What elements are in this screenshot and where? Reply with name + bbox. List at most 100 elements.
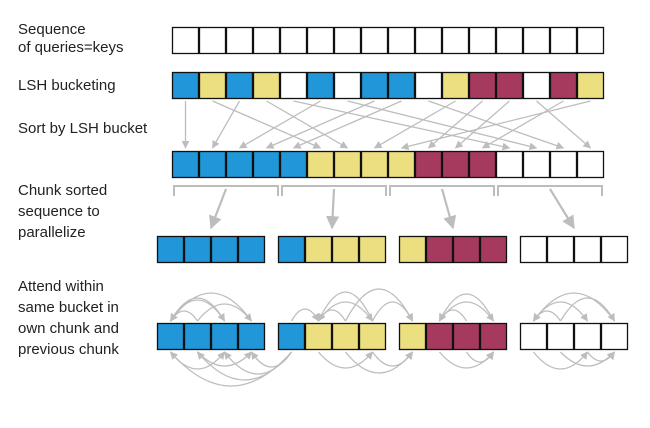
lsh-cell-15 — [576, 71, 605, 100]
sorted-cell-0 — [171, 150, 200, 179]
attend-arc-3-g — [586, 351, 616, 362]
sorted-cell-4 — [279, 150, 308, 179]
attend-arc-1-c — [344, 288, 414, 322]
sequence-cell-4 — [279, 26, 308, 55]
lsh-cell-7 — [360, 71, 389, 100]
label-sort-by-bucket: Sort by LSH bucket — [18, 120, 148, 137]
attend-cell-1-1 — [304, 322, 333, 351]
sequence-cell-5 — [306, 26, 335, 55]
chunk-arrow-0 — [209, 188, 228, 230]
attend-cell-2-0 — [398, 322, 427, 351]
sort-arrow-3 — [266, 100, 349, 149]
sort-arrow-5 — [238, 100, 321, 149]
attend-arc-0-c — [196, 303, 253, 322]
chunk-cell-3-2 — [573, 235, 602, 264]
sorted-cell-13 — [522, 150, 551, 179]
sequence-cell-12 — [495, 26, 524, 55]
sorted-cell-12 — [495, 150, 524, 179]
attend-arc-0-j — [169, 351, 226, 370]
sequence-cell-6 — [333, 26, 362, 55]
sort-arrow-6 — [347, 100, 538, 151]
label-chunk-line1: Chunk sorted — [18, 182, 108, 199]
attend-arc-3-b — [532, 292, 616, 322]
sorted-cell-15 — [576, 150, 605, 179]
attend-arc-1-b — [317, 291, 374, 322]
lsh-cell-5 — [306, 71, 335, 100]
attend-cell-3-0 — [519, 322, 548, 351]
sequence-cell-3 — [252, 26, 281, 55]
sequence-cell-11 — [468, 26, 497, 55]
attend-cell-2-2 — [452, 322, 481, 351]
lsh-cell-0 — [171, 71, 200, 100]
sequence-cell-14 — [549, 26, 578, 55]
attend-arc-0-k — [197, 351, 253, 367]
sequence-cell-13 — [522, 26, 551, 55]
attend-arc-1-i — [371, 351, 414, 367]
attend-arc-0-i — [250, 351, 293, 368]
attend-cell-0-2 — [210, 322, 239, 351]
attend-cell-3-2 — [573, 322, 602, 351]
label-chunk-line2: sequence to — [18, 203, 100, 220]
sequence-cell-2 — [225, 26, 254, 55]
attend-arc-0-b — [169, 299, 226, 322]
sort-arrow-10 — [373, 100, 456, 149]
sorted-cell-9 — [414, 150, 443, 179]
attend-cell-3-1 — [546, 322, 575, 351]
sorted-cell-1 — [198, 150, 227, 179]
attend-arc-3-c — [559, 297, 616, 322]
chunk-cell-0-3 — [237, 235, 266, 264]
attend-arc-3-e — [532, 351, 589, 370]
sort-arrow-7 — [265, 100, 375, 149]
sort-arrow-11 — [427, 100, 483, 149]
chunk-arrow-1 — [326, 188, 340, 230]
chunk-cell-1-2 — [331, 235, 360, 264]
label-sequence-line2: of queries=keys — [18, 39, 124, 56]
sort-arrow-8 — [292, 100, 402, 149]
chunk-bracket-3 — [497, 185, 603, 196]
label-lsh-bucketing: LSH bucketing — [18, 77, 116, 94]
label-attend-line2: same bucket in — [18, 299, 119, 316]
chunk-cell-1-0 — [277, 235, 306, 264]
attend-cell-2-3 — [479, 322, 508, 351]
sequence-cell-9 — [414, 26, 443, 55]
lsh-cell-3 — [252, 71, 281, 100]
sorted-cell-8 — [387, 150, 416, 179]
sequence-cell-7 — [360, 26, 389, 55]
lsh-cell-2 — [225, 71, 254, 100]
sort-arrow-1 — [212, 100, 322, 149]
chunk-bracket-0 — [173, 185, 279, 196]
sort-arrow-4 — [293, 100, 511, 151]
lsh-cell-10 — [441, 71, 470, 100]
chunk-cell-3-1 — [546, 235, 575, 264]
label-chunk-line3: parallelize — [18, 224, 86, 241]
label-sequence-line1: Sequence — [18, 21, 86, 38]
sorted-cell-7 — [360, 150, 389, 179]
lsh-cell-1 — [198, 71, 227, 100]
chunk-arrow-3 — [549, 188, 575, 230]
chunk-cell-3-0 — [519, 235, 548, 264]
lsh-cell-6 — [333, 71, 362, 100]
sequence-cell-8 — [387, 26, 416, 55]
sorted-cell-11 — [468, 150, 497, 179]
attend-arc-0-e — [169, 310, 199, 322]
attend-cell-0-3 — [237, 322, 266, 351]
chunk-cell-0-0 — [156, 235, 185, 264]
attend-arc-1-g — [318, 351, 374, 369]
chunk-cell-1-3 — [358, 235, 387, 264]
lsh-cell-14 — [549, 71, 578, 100]
sorted-cell-5 — [306, 150, 335, 179]
lsh-cell-4 — [279, 71, 308, 100]
sequence-cell-15 — [576, 26, 605, 55]
label-attend-line1: Attend within — [18, 278, 104, 295]
lsh-cell-11 — [468, 71, 497, 100]
chunk-bracket-1 — [281, 185, 387, 196]
chunk-cell-2-1 — [425, 235, 454, 264]
attend-cell-1-3 — [358, 322, 387, 351]
cells-layer — [156, 26, 629, 351]
lsh-cell-9 — [414, 71, 443, 100]
attend-cell-0-1 — [183, 322, 212, 351]
sort-arrow-12 — [454, 100, 510, 149]
label-attend-line4: previous chunk — [18, 341, 119, 358]
attend-arc-2-b — [438, 293, 495, 322]
